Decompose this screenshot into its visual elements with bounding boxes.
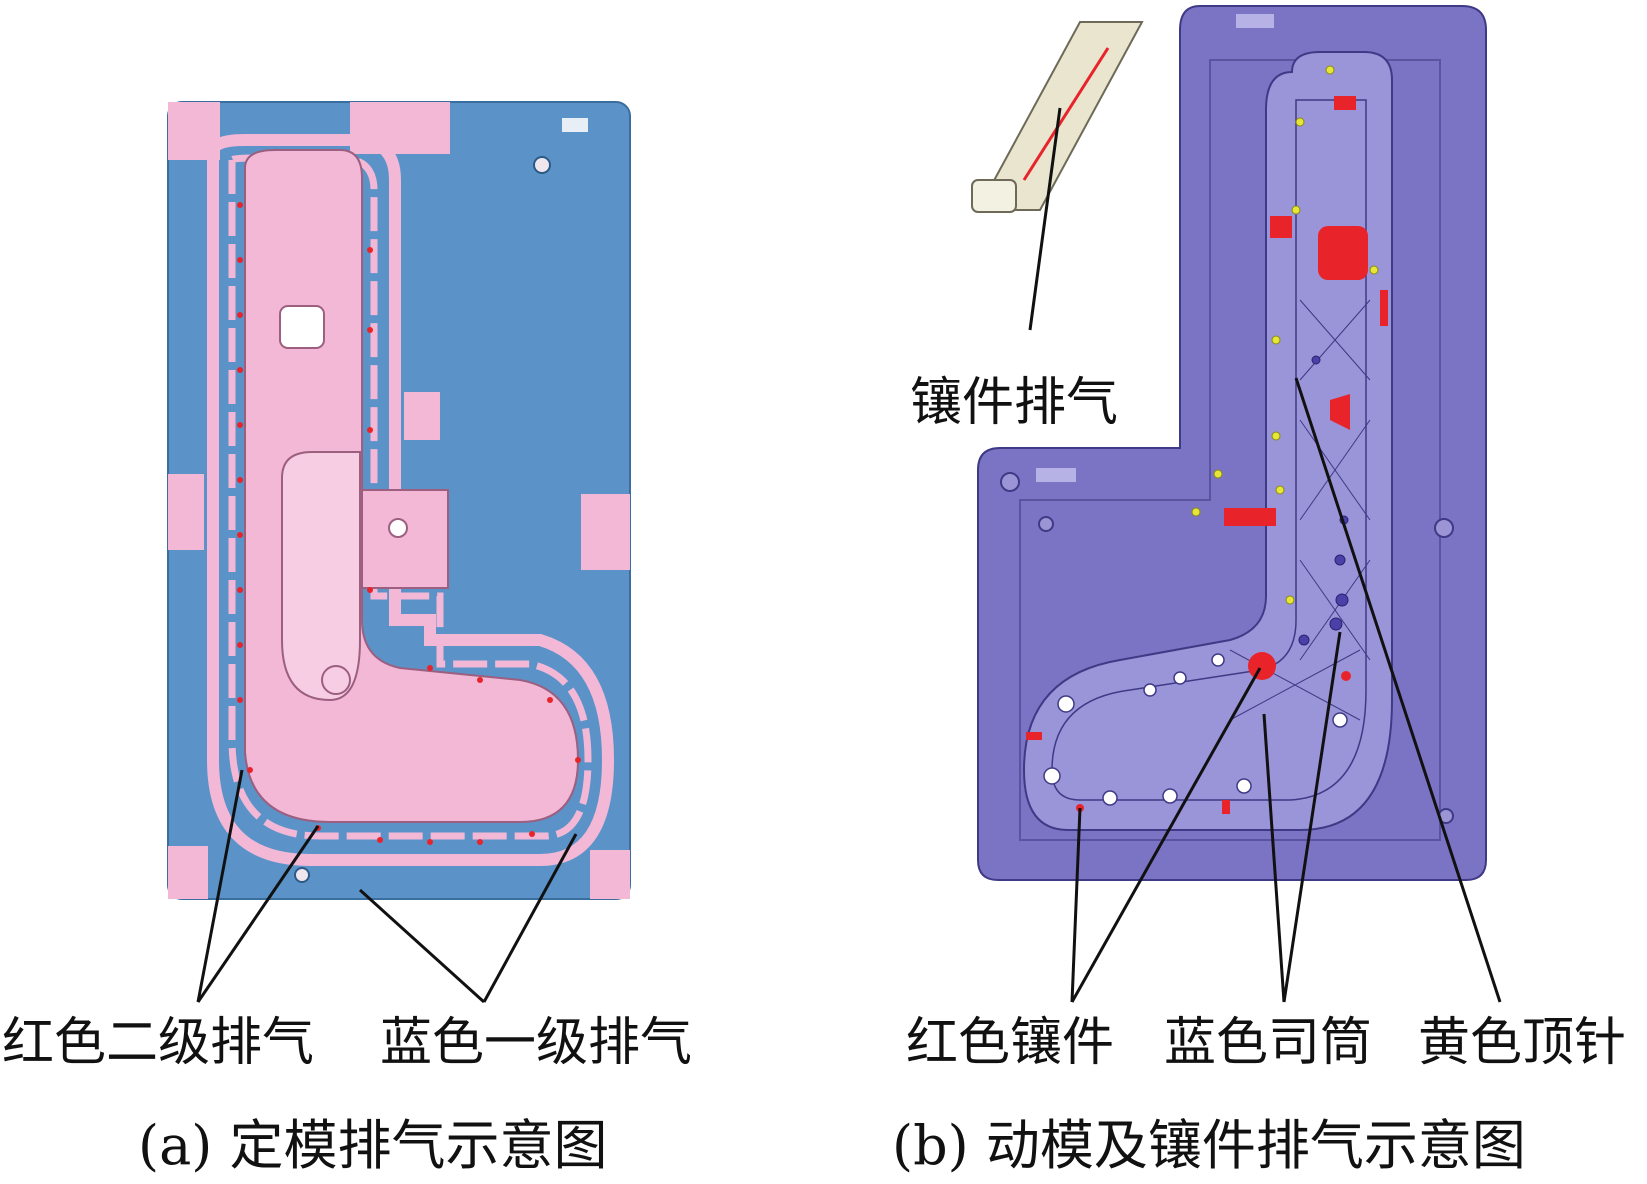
leader-line (482, 833, 578, 1003)
part-inner-edge (281, 451, 361, 702)
mold-tag (1236, 14, 1274, 28)
molded-part (1022, 51, 1393, 831)
leader-line (1070, 807, 1082, 1003)
panel-a-fixed-mold: 红色二级排气 蓝色一级排气 (a) 定模排气示意图 (2, 101, 692, 1177)
label-blue-primary-vent: 蓝色一级排气 (380, 1013, 692, 1073)
label-red-insert: 红色镶件 (906, 1013, 1114, 1073)
plate-inner-outline (1019, 59, 1441, 841)
label-insert-vent: 镶件排气 (910, 373, 1118, 433)
mold-pad (581, 494, 630, 570)
bolt-hole (533, 156, 551, 174)
bolt-hole (1038, 516, 1054, 532)
insert-vent-pin (971, 21, 1144, 213)
panel-b-moving-mold: 镶件排气 红色镶件 蓝色司筒 黄色顶针 (b) 动模及镶件排气示意图 (892, 5, 1626, 1177)
leader-line (1294, 377, 1502, 1003)
mold-pad (168, 846, 208, 899)
mold-pad (404, 392, 440, 440)
label-blue-sleeve: 蓝色司筒 (1164, 1013, 1372, 1073)
part-rib-mesh (1229, 299, 1371, 721)
blue-ejector-sleeves (1298, 355, 1349, 646)
leader-line (1262, 713, 1286, 1003)
leader-line (358, 888, 486, 1004)
caption-panel-b: (b) 动模及镶件排气示意图 (892, 1114, 1526, 1177)
part-hole (388, 518, 408, 538)
red-vent-dots (237, 202, 581, 845)
part-hole (321, 665, 351, 695)
leader-line (1070, 667, 1262, 1003)
label-red-secondary-vent: 红色二级排气 (2, 1013, 314, 1073)
leader-line (1282, 631, 1342, 1003)
secondary-vent-ring (207, 134, 615, 866)
label-backdrop (906, 330, 1138, 440)
leader-line (196, 769, 244, 1003)
mold-tag (1036, 468, 1076, 482)
mold-pad (590, 850, 630, 899)
yellow-ejector-pins (1191, 65, 1379, 605)
red-inserts (1026, 96, 1388, 814)
leader-line (196, 825, 320, 1003)
part-boss (361, 489, 449, 589)
label-yellow-pin: 黄色顶针 (1418, 1013, 1626, 1073)
part-openings (1043, 653, 1348, 806)
leader-line (1028, 107, 1062, 331)
bolt-hole (294, 867, 310, 883)
caption-panel-a: (a) 定模排气示意图 (138, 1114, 608, 1177)
mold-tag (562, 118, 588, 132)
bolt-hole (1434, 518, 1454, 538)
part-window (279, 305, 325, 349)
bolt-hole (1000, 472, 1020, 492)
mold-pad (168, 474, 204, 550)
